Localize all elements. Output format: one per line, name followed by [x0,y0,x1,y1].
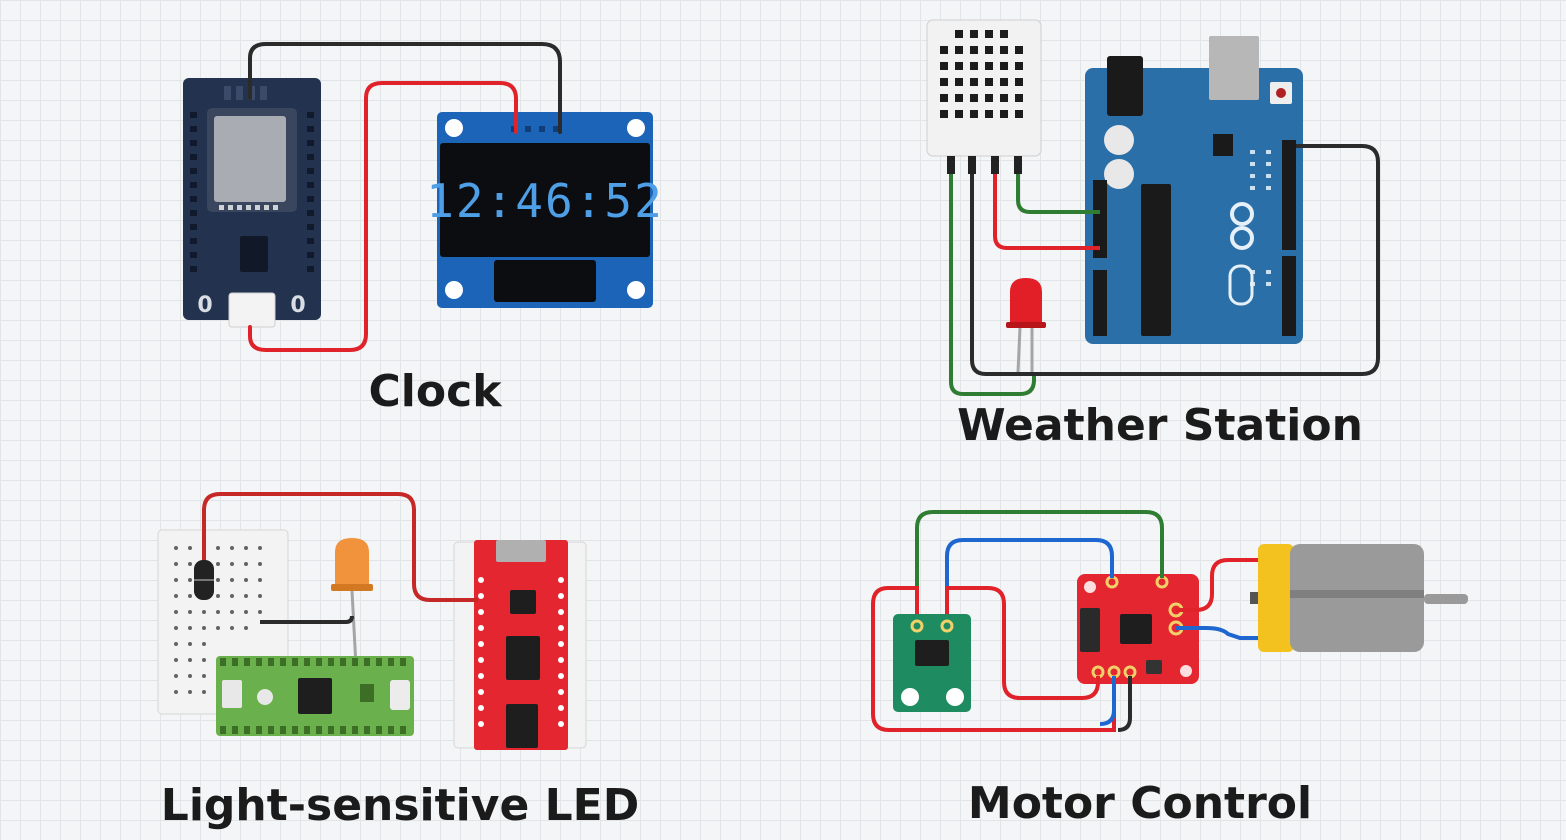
weather-station-project-title: Weather Station [957,400,1363,451]
motor-red-wire-loop [871,586,1116,732]
weather-green-wire-a [949,174,1036,396]
dht-sensor [926,19,1042,174]
motor-blue-wire-bottom [1099,676,1116,726]
motor-green-wire [915,510,1164,594]
light-black-wire [260,615,354,624]
clock-red-wire [248,81,518,352]
weather-black-wire [970,144,1380,376]
light-red-wire [202,492,478,602]
orange-led [331,538,373,667]
motor-driver-board [1077,574,1199,684]
clock-project-title: Clock [368,366,502,417]
esp32-board: 0 0 [183,78,321,328]
motor-control-project [871,510,1468,732]
oled-display: 12:46:52 [426,112,664,308]
motor-red-wire-inner [945,586,1100,700]
red-microcontroller-board [453,540,587,750]
arduino-uno-badge-icon [1228,264,1254,306]
light-sensitive-led-project [157,492,587,750]
weather-green-wire-b [1016,174,1100,214]
dc-motor [1250,544,1468,652]
motor-blue-wire-out [1176,626,1258,640]
esp32-en-label: 0 [290,293,305,318]
weather-red-wire [993,174,1100,250]
esp32-boot-label: 0 [197,293,212,318]
photoresistor [194,560,214,600]
weather-station-project [926,19,1380,396]
motor-black-wire [1117,676,1132,732]
green-sensor-breakout [893,614,971,712]
raspberry-pi-pico [216,656,414,736]
clock-black-wire [248,42,562,134]
arduino-infinity-logo-icon [1230,202,1254,250]
motor-blue-wire-top [945,538,1114,614]
red-led [1006,278,1046,373]
light-sensitive-led-project-title: Light-sensitive LED [160,780,640,831]
clock-project: 0 0 12:46:52 [183,42,664,352]
oled-time-readout: 12:46:52 [426,174,664,228]
motor-control-project-title: Motor Control [967,778,1313,829]
motor-red-wire-out [1176,558,1258,612]
arduino-uno-board [1085,36,1303,344]
